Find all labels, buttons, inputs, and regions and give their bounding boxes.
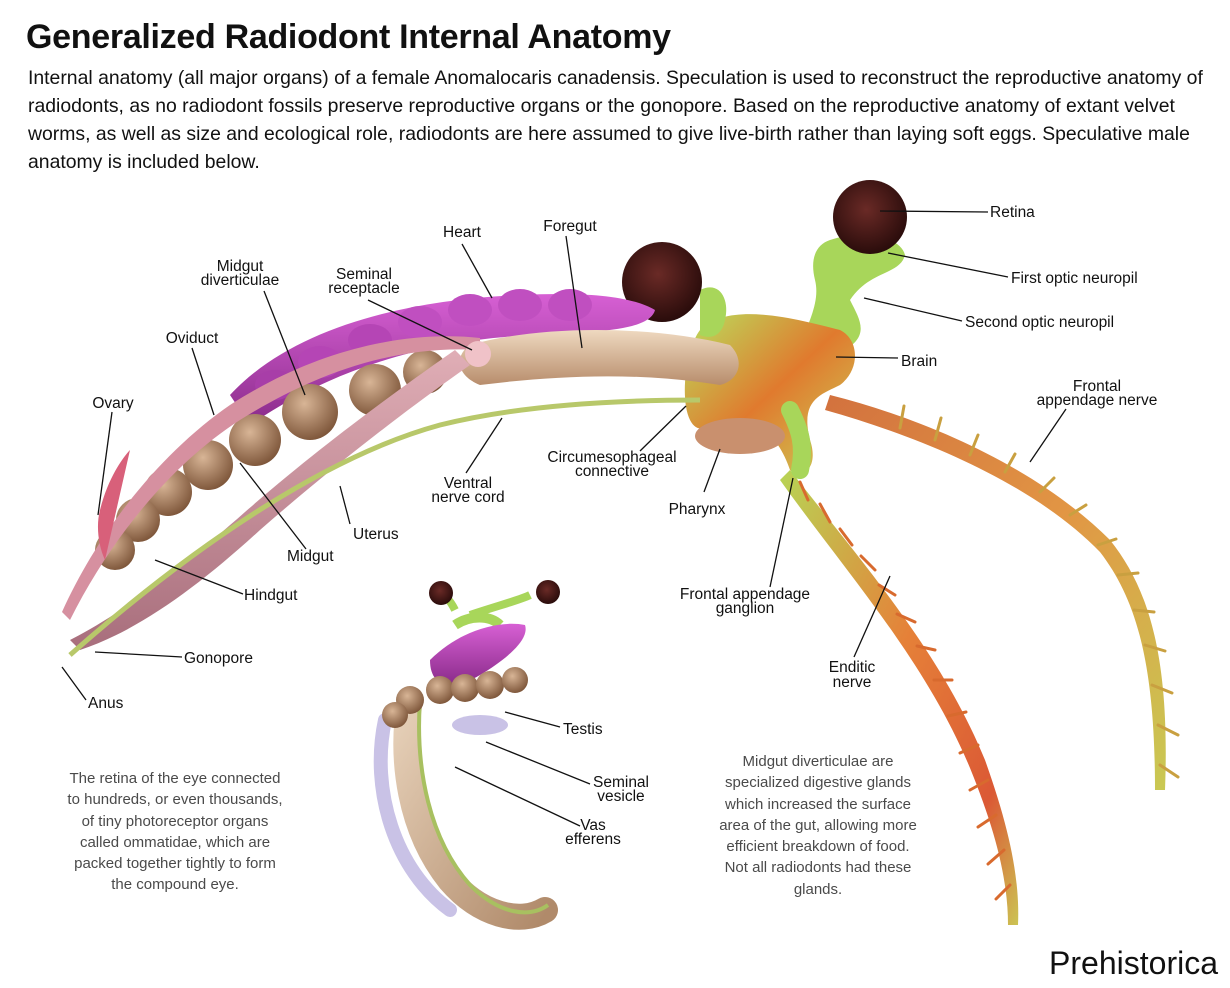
retina-eye-upper bbox=[833, 180, 907, 254]
label-seminal-receptacle-line1: Seminal bbox=[336, 266, 392, 283]
male-gut bbox=[393, 687, 558, 930]
label-midgut-diverticulae-line2: diverticulae bbox=[201, 272, 279, 289]
foregut bbox=[459, 330, 739, 385]
label-seminal-vesicle-line2: vesicle bbox=[597, 788, 644, 805]
brand-logo-text: Prehistorica bbox=[1049, 945, 1218, 981]
label-hindgut: Hindgut bbox=[244, 587, 298, 604]
male-heart bbox=[430, 623, 526, 685]
label-ventral-nerve-cord-line1: Ventral bbox=[444, 475, 492, 492]
frontal-appendage-right bbox=[825, 395, 1166, 790]
label-first-optic-neuropil: First optic neuropil bbox=[1011, 270, 1138, 287]
label-vas-efferens-line2: efferens bbox=[565, 831, 621, 848]
label-uterus: Uterus bbox=[353, 526, 399, 543]
label-midgut: Midgut bbox=[287, 548, 334, 565]
label-seminal-receptacle-line2: receptacle bbox=[328, 280, 400, 297]
label-brain: Brain bbox=[901, 353, 937, 370]
label-pharynx: Pharynx bbox=[669, 501, 726, 518]
diverticulae-note: Midgut diverticulae are specialized dige… bbox=[719, 753, 917, 898]
label-vas-efferens-line1: Vas bbox=[580, 817, 606, 834]
label-frontal-appendage-ganglion-line1: Frontal appendage bbox=[680, 586, 810, 603]
intro-paragraph: Internal anatomy (all major organs) of a… bbox=[28, 67, 1203, 173]
label-testis: Testis bbox=[563, 721, 603, 738]
label-frontal-appendage-nerve-line2: appendage nerve bbox=[1037, 392, 1158, 409]
label-ovary: Ovary bbox=[92, 395, 134, 412]
female-anatomy-illustration bbox=[62, 180, 1180, 925]
label-gonopore: Gonopore bbox=[184, 650, 253, 667]
label-enditic-nerve-line2: nerve bbox=[833, 674, 872, 691]
page-title: Generalized Radiodont Internal Anatomy bbox=[26, 18, 671, 56]
male-midgut-balls bbox=[382, 667, 528, 728]
label-anus: Anus bbox=[88, 695, 124, 712]
label-heart: Heart bbox=[443, 224, 482, 241]
retina-eye-left bbox=[622, 242, 702, 322]
ventral-nerve-cord bbox=[68, 397, 701, 657]
label-seminal-vesicle-line1: Seminal bbox=[593, 774, 649, 791]
leader-lines bbox=[61, 210, 1067, 827]
label-second-optic-neuropil: Second optic neuropil bbox=[965, 314, 1114, 331]
pharynx bbox=[695, 418, 785, 454]
oviduct bbox=[62, 336, 480, 620]
testis bbox=[452, 715, 508, 735]
label-ventral-nerve-cord-line2: nerve cord bbox=[431, 489, 504, 506]
label-frontal-appendage-nerve-line1: Frontal bbox=[1073, 378, 1121, 395]
ovary bbox=[97, 450, 130, 560]
label-retina: Retina bbox=[990, 204, 1035, 221]
male-eye-left bbox=[429, 581, 453, 605]
male-anatomy-illustration bbox=[373, 580, 560, 930]
label-midgut-diverticulae-line1: Midgut bbox=[217, 258, 264, 275]
label-oviduct: Oviduct bbox=[166, 330, 219, 347]
label-enditic-nerve-line1: Enditic bbox=[829, 659, 876, 676]
label-foregut: Foregut bbox=[543, 218, 597, 235]
brain bbox=[684, 314, 855, 474]
labels: Retina First optic neuropil Second optic… bbox=[88, 204, 1157, 848]
label-frontal-appendage-ganglion-line2: ganglion bbox=[716, 600, 775, 617]
retina-note: The retina of the eye connected to hundr… bbox=[67, 770, 283, 894]
male-eye-right bbox=[536, 580, 560, 604]
seminal-receptacle bbox=[465, 341, 491, 367]
label-circumesophageal-connective-line1: Circumesophageal bbox=[547, 449, 676, 466]
label-circumesophageal-connective-line2: connective bbox=[575, 463, 649, 480]
